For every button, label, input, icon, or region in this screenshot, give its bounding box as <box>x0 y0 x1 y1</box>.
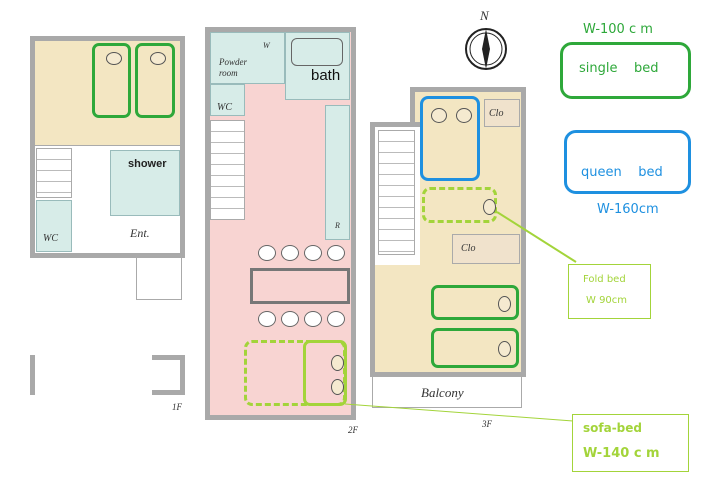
wall-fragment <box>152 355 185 395</box>
washer-label: W <box>263 41 270 50</box>
room-3f-lower <box>375 265 425 372</box>
shower-room: shower <box>110 150 180 216</box>
compass-north-label: N <box>480 8 489 23</box>
floor-1f: WC shower Ent. 1F <box>0 0 200 420</box>
sofa-bed-label: sofa-bed <box>583 421 643 435</box>
chair <box>327 245 345 261</box>
fridge-label: R <box>335 221 340 230</box>
wc-2f: WC <box>210 84 245 116</box>
bathroom: bath <box>285 32 350 100</box>
compass: N <box>463 8 509 76</box>
queen-bed-width: W-160cm <box>597 202 659 217</box>
closet-3f: Clo <box>484 99 520 127</box>
floor-2f: Powder room W bath WC R 2F <box>0 0 370 440</box>
bath-label: bath <box>311 67 341 84</box>
wc-label: WC <box>217 102 232 113</box>
sofa-bed-width: W-140 c m <box>583 446 660 461</box>
sofa-bed-legend: sofa-bed W-140 c m <box>572 414 689 472</box>
floor-3f-label: 3F <box>482 419 492 429</box>
single-bed <box>431 285 519 320</box>
stairs-2f <box>210 120 245 220</box>
queen-bed-legend: queen bed <box>564 130 691 194</box>
chair <box>304 245 322 261</box>
single-bed <box>92 43 131 118</box>
fold-bed-leader <box>496 211 577 263</box>
chair <box>258 311 276 327</box>
sofa-bed <box>303 340 347 406</box>
shower-label: shower <box>128 158 167 170</box>
fold-bed <box>422 187 497 223</box>
wall-fragment <box>30 355 35 395</box>
floor-3f: Clo Clo Balcony 3F <box>370 87 526 429</box>
entry-porch <box>136 255 182 300</box>
closet-3f: Clo <box>452 234 520 264</box>
fold-bed-label: Fold bed <box>583 274 626 285</box>
fold-bed-width: W 90cm <box>586 295 628 306</box>
entrance-label: Ent. <box>130 226 150 240</box>
queen-bed <box>420 96 480 181</box>
single-bed-label: single bed <box>579 61 659 76</box>
single-bed-width: W-100 c m <box>583 22 653 37</box>
balcony-label: Balcony <box>421 385 464 400</box>
bathtub <box>291 38 343 66</box>
chair <box>281 311 299 327</box>
wc-label: WC <box>43 233 58 244</box>
chair <box>281 245 299 261</box>
floor-1f-label: 1F <box>172 402 182 412</box>
chair <box>327 311 345 327</box>
single-bed <box>135 43 175 118</box>
stairs-3f <box>378 130 415 255</box>
balcony: Balcony <box>372 376 522 408</box>
sofa-bed-leader <box>344 403 574 422</box>
floor-2f-label: 2F <box>348 425 358 435</box>
compass-icon <box>465 28 507 70</box>
chair <box>258 245 276 261</box>
single-bed <box>431 328 519 368</box>
kitchen: R <box>325 105 350 240</box>
wc-1f: WC <box>36 200 72 252</box>
queen-bed-label: queen bed <box>581 165 663 180</box>
powder-label: Powder room <box>219 57 247 78</box>
closet-label: Clo <box>489 108 504 119</box>
powder-room: Powder room W <box>210 32 285 84</box>
chair <box>304 311 322 327</box>
single-bed-legend: single bed <box>560 42 691 99</box>
closet-label: Clo <box>461 243 476 254</box>
dining-table <box>250 268 350 304</box>
stairs-1f <box>36 148 72 198</box>
fold-bed-legend: Fold bed W 90cm <box>568 264 651 319</box>
